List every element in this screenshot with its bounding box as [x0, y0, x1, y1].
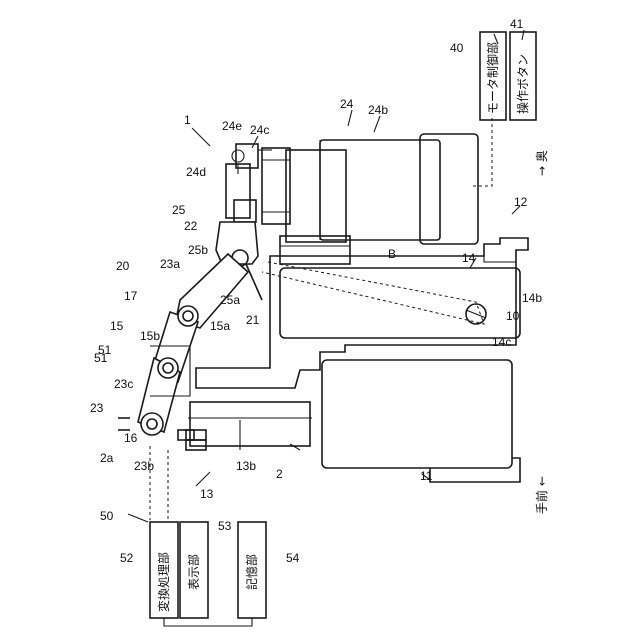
label-25a: 25a: [220, 293, 240, 307]
label-13: 13: [200, 487, 214, 501]
operation-button-label: 操作ボタン: [515, 54, 530, 114]
label-20: 20: [116, 259, 130, 273]
label-24b: 24b: [368, 103, 388, 117]
leader-lines: [128, 30, 524, 522]
label-53: 53: [218, 519, 232, 533]
label-15b: 15b: [140, 329, 160, 343]
base-unit: [186, 402, 312, 450]
label-14: 14: [462, 251, 476, 265]
direction-back: → 奥: [535, 150, 549, 176]
label-B: B: [388, 247, 396, 261]
label-23a: 23a: [160, 257, 180, 271]
label-17: 17: [124, 289, 138, 303]
label-23c: 23c: [114, 377, 133, 391]
label-41: 41: [510, 17, 524, 31]
label-15: 15: [110, 319, 124, 333]
label-52: 52: [120, 551, 134, 565]
label-15a: 15a: [210, 319, 230, 333]
label-54: 54: [286, 551, 300, 565]
label-12: 12: [514, 195, 528, 209]
label-10: 10: [506, 309, 520, 323]
label-23b: 23b: [134, 459, 154, 473]
label-21: 21: [246, 313, 260, 327]
label-24d: 24d: [186, 165, 206, 179]
label-14b: 14b: [522, 291, 542, 305]
conversion-processing-label: 変換処理部: [156, 552, 171, 612]
label-14c: 14c: [492, 335, 511, 349]
belt-path: [262, 262, 486, 324]
label-22: 22: [184, 219, 198, 233]
label-2a: 2a: [100, 451, 114, 465]
label-25b: 25b: [188, 243, 208, 257]
label-2: 2: [276, 467, 283, 481]
motor-control-label: モータ制御部: [485, 42, 500, 114]
display-label: 表示部: [186, 554, 201, 590]
label-16: 16: [124, 431, 138, 445]
label-23: 23: [90, 401, 104, 415]
bed: [322, 360, 520, 482]
label-24: 24: [340, 97, 354, 111]
label-13b: 13b: [236, 459, 256, 473]
label-24c: 24c: [250, 123, 269, 137]
storage-label: 記憶部: [244, 554, 259, 590]
label-50: 50: [100, 509, 114, 523]
label-40: 40: [450, 41, 464, 55]
label-51b: 51: [98, 343, 112, 357]
label-24e: 24e: [222, 119, 242, 133]
label-25: 25: [172, 203, 186, 217]
label-1: 1: [184, 113, 191, 127]
motor: [226, 134, 478, 244]
label-11: 11: [420, 469, 433, 483]
direction-front: 手前 ←: [534, 476, 549, 514]
